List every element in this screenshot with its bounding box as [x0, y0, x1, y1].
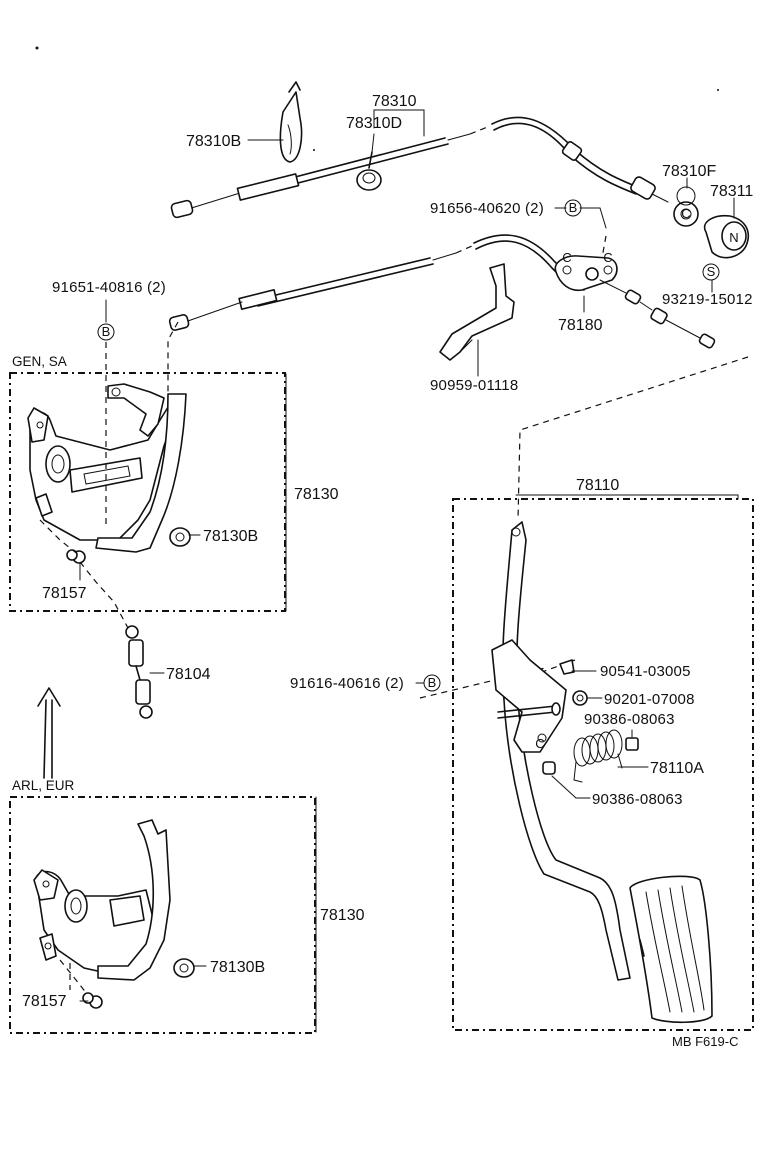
bushing-78130B-top — [169, 527, 191, 547]
label-78130-bottom: 78130 — [320, 907, 365, 924]
clip-78157-bottom — [82, 992, 103, 1009]
marker-c-78310F: C — [681, 206, 690, 221]
svg-text:B: B — [428, 675, 437, 690]
label-78130B-bottom: 78130B — [210, 959, 265, 976]
label-90386-b: 90386-08063 — [592, 791, 683, 808]
bracket-90959 — [439, 263, 515, 361]
leader-lines — [79, 109, 739, 1033]
label-90386-a: 90386-08063 — [584, 711, 675, 728]
arl-eur-box — [9, 796, 316, 1034]
svg-text:N: N — [729, 230, 738, 245]
accel-pedal-box — [452, 498, 754, 1031]
svg-text:B: B — [102, 324, 111, 339]
cable-clip-78310B — [279, 81, 303, 163]
arl-eur-linkage — [33, 819, 171, 981]
spring-78110A — [573, 729, 623, 783]
marker-c-78180-left: C — [562, 250, 571, 265]
bushing-78130B-bottom — [173, 958, 195, 978]
svg-text:C: C — [562, 250, 571, 265]
label-78157-bottom: 78157 — [22, 993, 67, 1010]
label-90541: 90541-03005 — [600, 663, 691, 680]
section-gen-sa: GEN, SA — [12, 354, 67, 369]
svg-text:S: S — [707, 264, 716, 279]
marker-b-91651: B — [97, 323, 115, 341]
marker-c-78180-right: C — [603, 250, 612, 265]
marker-b-91656: B — [564, 199, 582, 217]
label-78310B: 78310B — [186, 133, 241, 150]
label-78311: 78311 — [710, 183, 753, 200]
marker-s-93219: S — [707, 264, 716, 279]
marker-b-91616: B — [423, 674, 441, 692]
rod-78104 — [125, 625, 153, 719]
label-78104: 78104 — [166, 666, 211, 683]
label-78110A: 78110A — [650, 760, 704, 777]
label-78110: 78110 — [576, 477, 619, 494]
label-78130B-top: 78130B — [203, 528, 258, 545]
svg-text:C: C — [535, 736, 544, 751]
label-78157-top: 78157 — [42, 585, 87, 602]
marker-c-spring: C — [535, 736, 544, 751]
label-78180: 78180 — [558, 317, 603, 334]
clip-78157-top — [66, 549, 86, 564]
section-arl-eur: ARL, EUR — [12, 778, 75, 793]
marker-n-knob: N — [729, 230, 738, 245]
up-arrow-icon — [37, 687, 61, 779]
knob-78311 — [702, 214, 750, 281]
label-90201: 90201-07008 — [604, 691, 695, 708]
accel-pedal-assembly — [491, 521, 713, 1024]
label-78310F: 78310F — [662, 163, 716, 180]
label-78310D: 78310D — [346, 115, 402, 132]
label-91656: 91656-40620 (2) — [430, 200, 544, 217]
svg-text:C: C — [603, 250, 612, 265]
svg-text:C: C — [681, 206, 690, 221]
grommet-78310D — [356, 151, 382, 191]
gen-sa-box — [9, 372, 286, 612]
label-91651: 91651-40816 (2) — [52, 279, 166, 296]
label-78130-top: 78130 — [294, 486, 339, 503]
label-91616: 91616-40616 (2) — [290, 675, 404, 692]
figure-code: MB F619-C — [672, 1034, 738, 1049]
svg-text:B: B — [569, 200, 578, 215]
label-90959: 90959-01118 — [430, 377, 518, 394]
gen-sa-linkage — [27, 383, 187, 553]
upper-cable-assembly — [170, 116, 669, 219]
label-93219: 93219-15012 — [662, 291, 753, 308]
nut-78310F — [673, 186, 699, 227]
lower-cable-assembly — [168, 234, 716, 349]
label-78310: 78310 — [372, 93, 417, 110]
